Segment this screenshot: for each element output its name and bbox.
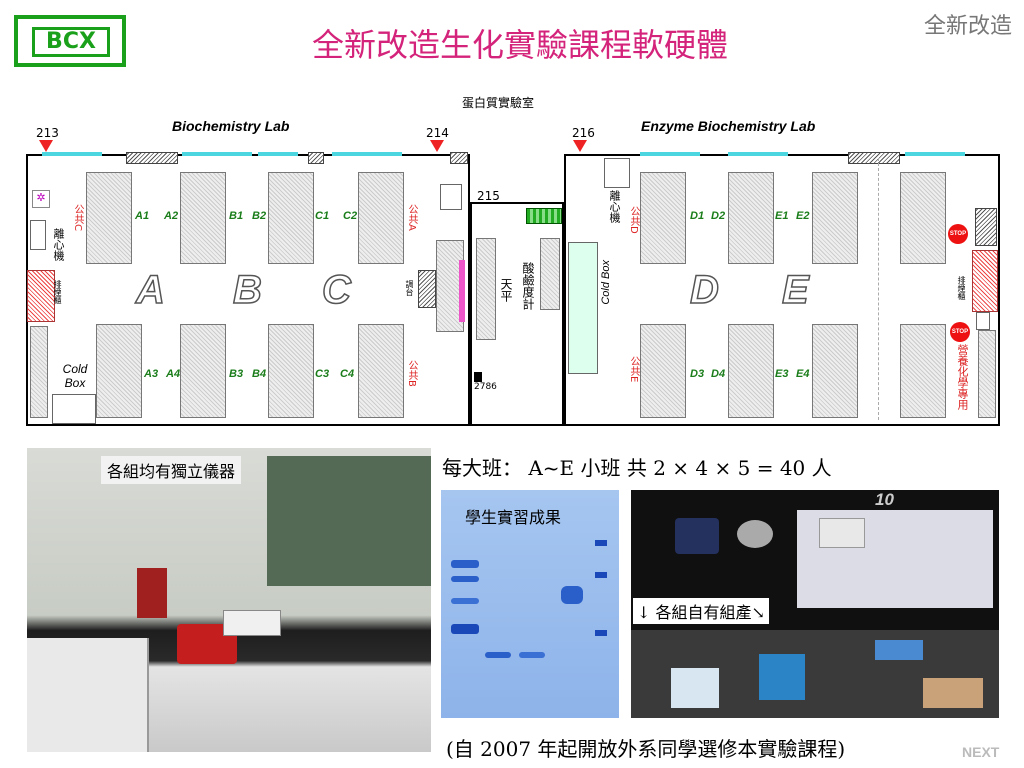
ph-meter-label: 酸鹼度計 — [521, 262, 535, 310]
centrifuge-right: 離心機 — [608, 190, 621, 223]
enzyme-lab-label: Enzyme Biochemistry Lab — [641, 118, 816, 134]
nutrition-label: 營養化學專用 — [956, 344, 969, 410]
balance-label: 天平 — [499, 278, 513, 302]
floor-plan: 蛋白質實驗室 Biochemistry Lab Enzyme Biochemis… — [0, 90, 1024, 435]
cabinet-right: 排煙櫃 — [957, 276, 966, 300]
group-c-letter: C — [321, 267, 351, 313]
bcx-logo: BCX — [14, 15, 126, 67]
seat-d1: D1 — [690, 210, 705, 222]
room-216: 216 — [572, 126, 595, 140]
shared-a: 公共A — [406, 204, 417, 231]
prep-table: 調台 — [405, 280, 414, 296]
page-title: 全新改造生化實驗課程軟硬體 — [311, 26, 728, 64]
cold-box-left: Cold Box — [62, 362, 88, 390]
seat-b1: B1 — [229, 210, 244, 222]
equipment-icon: ✲ — [32, 190, 50, 208]
room-213: 213 — [36, 126, 59, 140]
corner-label: 全新改造 — [923, 14, 1012, 39]
footnote: (自 2007 年起開放外系同學選修本實驗課程) — [446, 737, 846, 761]
protein-lab-label: 蛋白質實驗室 — [462, 96, 535, 110]
seat-b4: B4 — [252, 368, 267, 380]
class-info: 每大班： A~E 小班 共 2 × 4 × 5 = 40 人 — [442, 456, 832, 480]
door-marker-icon — [430, 140, 444, 152]
drawer-photo: 10 ↓ 各組自有組產↘ — [631, 490, 999, 718]
seat-c3: C3 — [315, 368, 330, 380]
seat-e1: E1 — [775, 210, 789, 222]
door-number: 2786 — [474, 382, 497, 392]
room-215-area — [470, 202, 564, 426]
shared-e: 公共E — [628, 356, 639, 383]
biochem-lab-label: Biochemistry Lab — [172, 118, 290, 134]
seat-b3: B3 — [229, 368, 244, 380]
group-d-letter: D — [689, 267, 719, 313]
photo3-caption: ↓ 各組自有組產↘ — [633, 598, 769, 624]
seat-c2: C2 — [343, 210, 358, 222]
logo-text: BCX — [32, 27, 110, 57]
photo2-caption: 學生實習成果 — [465, 508, 562, 527]
drawer-number: 10 — [875, 490, 894, 509]
seat-e4: E4 — [796, 368, 810, 380]
stop-sign-icon: STOP — [948, 224, 968, 244]
lab-photo: 各組均有獨立儀器 — [27, 448, 431, 752]
seat-a1: A1 — [135, 210, 150, 222]
seat-c1: C1 — [315, 210, 330, 222]
seat-a2: A2 — [164, 210, 179, 222]
seat-d2: D2 — [711, 210, 726, 222]
group-a-letter: A — [135, 267, 165, 313]
centrifuge-left: 離心機 — [52, 228, 65, 261]
seat-e3: E3 — [775, 368, 789, 380]
seat-b2: B2 — [252, 210, 267, 222]
gel-photo: 學生實習成果 — [441, 490, 619, 718]
door-marker-icon — [573, 140, 587, 152]
shared-b: 公共B — [406, 360, 417, 387]
cold-box-right: Cold Box — [600, 260, 612, 305]
seat-e2: E2 — [796, 210, 810, 222]
room-214: 214 — [426, 126, 449, 140]
seat-d4: D4 — [711, 368, 726, 380]
group-b-letter: B — [232, 267, 262, 313]
seat-d3: D3 — [690, 368, 705, 380]
door-marker-icon — [39, 140, 53, 152]
next-button[interactable]: NEXT — [962, 744, 1000, 760]
seat-a4: A4 — [166, 368, 181, 380]
stop-sign-icon: STOP — [950, 322, 970, 342]
room-215: 215 — [477, 189, 500, 203]
group-e-letter: E — [781, 267, 809, 313]
shared-c: 公共C — [72, 204, 83, 231]
seat-a3: A3 — [144, 368, 159, 380]
seat-c4: C4 — [340, 368, 355, 380]
shared-d: 公共D — [628, 206, 639, 234]
cabinet-left: 排煙櫃 — [53, 280, 62, 304]
photo1-caption: 各組均有獨立儀器 — [101, 456, 242, 484]
